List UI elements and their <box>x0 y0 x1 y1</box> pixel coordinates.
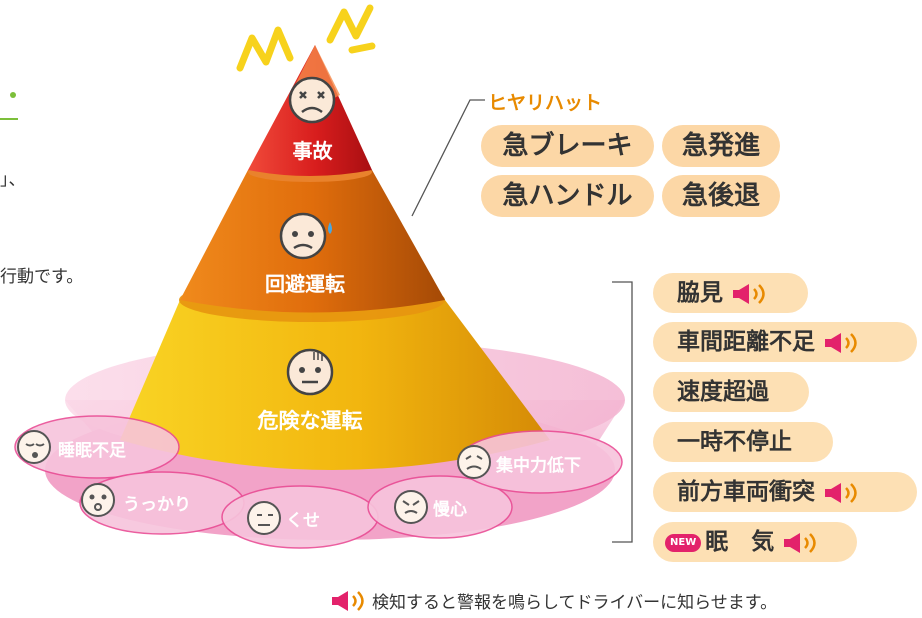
alarm-speaker-icon <box>332 590 364 611</box>
face-sleep-icon <box>17 430 51 464</box>
danger-item-label: 脇見 <box>677 280 723 306</box>
danger-item-no-stop: 一時不停止 <box>653 422 833 462</box>
alarm-speaker-icon <box>784 532 816 553</box>
footer-note-text: 検知すると警報を鳴らしてドライバーに知らせます。 <box>372 593 778 613</box>
face-concentration-icon <box>457 445 491 479</box>
cut-text-2: 行動です。 <box>0 267 84 287</box>
alarm-speaker-icon <box>825 332 857 353</box>
hiyari-leader-line <box>411 99 485 217</box>
hiyari-item-sudden-brake: 急ブレーキ <box>481 125 654 167</box>
danger-item-label: 車間距離不足 <box>677 329 815 355</box>
factor-sleep-deprivation: 睡眠不足 <box>58 441 126 461</box>
hiyari-item-sudden-steering: 急ハンドル <box>481 175 654 217</box>
hiyari-hatto-title: ヒヤリハット <box>488 92 603 114</box>
face-avoid-icon <box>279 212 332 260</box>
face-overconfident-icon <box>394 490 428 524</box>
burst-marks <box>236 4 376 72</box>
cut-underline <box>0 118 18 120</box>
factor-carelessness: うっかり <box>123 495 191 515</box>
danger-item-forward-collision: 前方車両衝突 <box>653 472 917 512</box>
danger-item-label: 一時不停止 <box>677 429 792 455</box>
danger-item-label: 前方車両衝突 <box>677 479 815 505</box>
danger-item-speeding: 速度超過 <box>653 372 809 412</box>
danger-item-inattention: 脇見 <box>653 273 808 313</box>
danger-list-bracket <box>612 281 633 543</box>
face-careless-icon <box>81 483 115 517</box>
factor-faces <box>17 430 491 535</box>
hiyari-item-sudden-start: 急発進 <box>662 125 780 167</box>
danger-item-tailgating: 車間距離不足 <box>653 322 917 362</box>
face-accident-icon <box>288 76 336 124</box>
factor-habit: くせ <box>286 511 320 531</box>
hiyari-item-sudden-reverse: 急後退 <box>662 175 780 217</box>
footer-note: 検知すると警報を鳴らしてドライバーに知らせます。 <box>330 588 920 616</box>
danger-item-label: 眠 気 <box>705 529 775 555</box>
face-danger-icon <box>286 348 334 396</box>
cut-dot <box>10 92 16 98</box>
label-danger: 危険な運転 <box>257 409 363 433</box>
factor-bubbles <box>14 415 623 549</box>
alarm-speaker-icon <box>825 482 857 503</box>
alarm-speaker-icon <box>733 283 765 304</box>
label-accident: 事故 <box>292 139 333 163</box>
face-habit-icon <box>247 501 281 535</box>
new-badge: NEW <box>665 533 702 552</box>
factor-concentration-loss: 集中力低下 <box>496 456 581 476</box>
factor-overconfidence: 慢心 <box>433 500 467 520</box>
cut-text-1: 」、 <box>0 170 26 190</box>
label-avoidance: 回避運転 <box>265 272 345 296</box>
danger-item-label: 速度超過 <box>677 379 769 405</box>
pyramid-danger-band <box>120 300 550 470</box>
